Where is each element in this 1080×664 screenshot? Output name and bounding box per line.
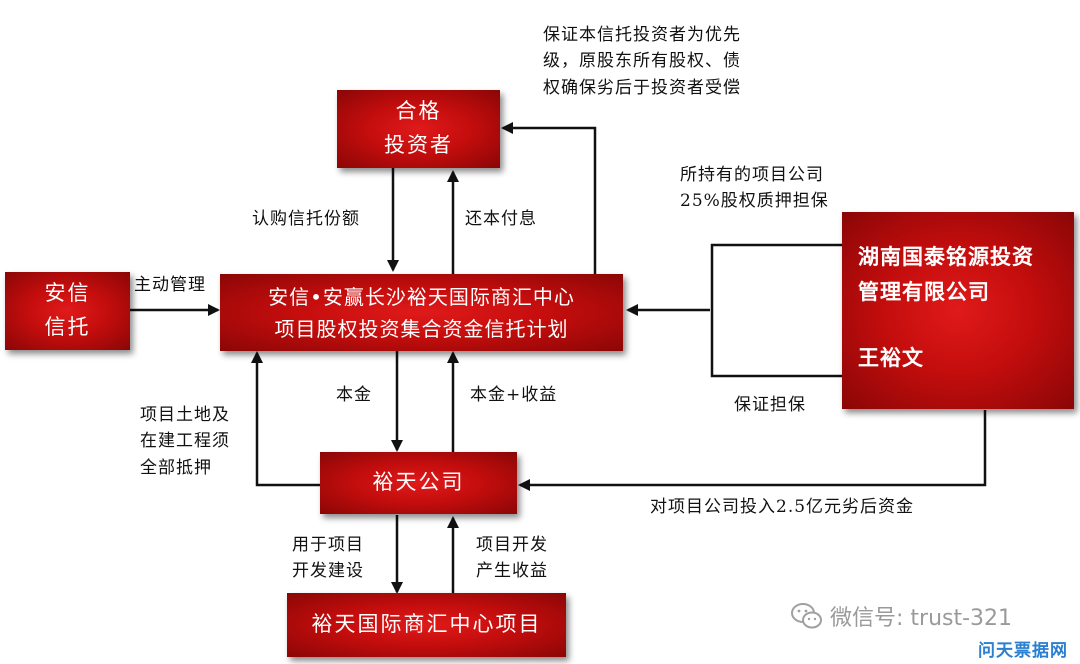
label-for-dev: 用于项目 开发建设 — [292, 535, 364, 582]
node-yutian-company-label: 裕天公司 — [372, 470, 465, 495]
node-trust-plan: 安信•安赢长沙裕天国际商汇中心 项目股权投资集合资金信托计划 — [220, 274, 623, 351]
label-mortgage: 项目土地及 在建工程须 全部抵押 — [140, 405, 230, 478]
node-guarantor-person: 王裕文 — [858, 345, 924, 371]
wechat-id: 微信号: trust-321 — [830, 606, 1013, 631]
site-watermark: 问天票据网 — [978, 641, 1068, 661]
label-guarantee: 保证担保 — [734, 395, 806, 415]
arrow-mortgage — [251, 351, 320, 487]
label-principal-return: 本金+收益 — [470, 385, 558, 405]
node-anxin-trust-line2: 信托 — [44, 315, 91, 339]
bracket-guarantee — [710, 243, 842, 378]
label-priority-note: 保证本信托投资者为优先 级，原股东所有股权、债 权确保劣后于投资者受偿 — [543, 25, 741, 98]
arrow-subordinated — [518, 410, 987, 491]
label-subscribe: 认购信托份额 — [252, 209, 360, 229]
node-trust-plan-line2: 项目股权投资集合资金信托计划 — [274, 316, 569, 341]
node-guarantor-company-line1: 湖南国泰铭源投资 — [858, 244, 1034, 269]
node-qualified-investor-line2: 投资者 — [384, 133, 453, 157]
label-repay: 还本付息 — [465, 209, 537, 229]
node-guarantor-company-line2: 管理有限公司 — [858, 278, 990, 304]
arrow-priority — [501, 122, 597, 275]
node-project-label: 裕天国际商汇中心项目 — [311, 612, 542, 637]
label-active-mgmt: 主动管理 — [134, 275, 206, 295]
node-yutian-company: 裕天公司 — [320, 452, 517, 514]
node-qualified-investor: 合格 投资者 — [337, 90, 500, 168]
label-dev-income: 项目开发 产生收益 — [476, 535, 548, 582]
node-anxin-trust: 安信 信托 — [5, 272, 130, 350]
node-qualified-investor-line1: 合格 — [395, 99, 442, 124]
label-pledge-note: 所持有的项目公司 25%股权质押担保 — [680, 165, 829, 212]
node-project: 裕天国际商汇中心项目 — [287, 593, 566, 657]
node-guarantor: 湖南国泰铭源投资 管理有限公司 王裕文 — [842, 212, 1074, 409]
node-anxin-trust-line1: 安信 — [44, 281, 91, 306]
label-subordinated: 对项目公司投入2.5亿元劣后资金 — [650, 497, 915, 517]
label-principal: 本金 — [336, 385, 372, 405]
wechat-icon — [791, 603, 822, 629]
wechat-watermark: 微信号: trust-321 — [790, 600, 1012, 632]
node-trust-plan-line1: 安信•安赢长沙裕天国际商汇中心 — [268, 284, 575, 309]
